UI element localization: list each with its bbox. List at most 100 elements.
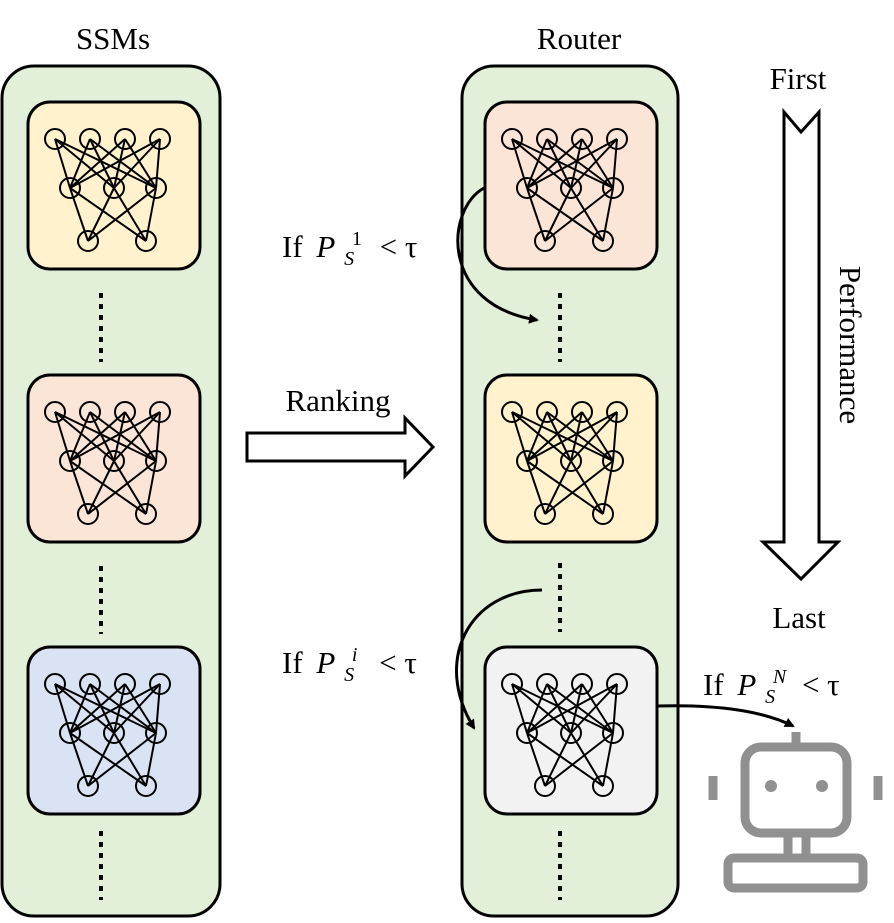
network-node xyxy=(149,128,171,150)
network-edge xyxy=(89,138,157,189)
network-edge xyxy=(570,683,618,734)
network-node xyxy=(149,401,171,423)
fallback-arrow-3 xyxy=(656,704,795,728)
network-edge xyxy=(113,411,161,462)
network-node xyxy=(602,722,624,744)
network-edge xyxy=(511,683,528,734)
network-node xyxy=(606,128,628,150)
network-node xyxy=(103,722,125,744)
network-edge xyxy=(155,411,161,462)
network-edge xyxy=(69,460,147,515)
robot-base xyxy=(723,853,868,893)
network-edge xyxy=(546,683,614,734)
network-node xyxy=(606,401,628,423)
network-edge xyxy=(69,411,91,462)
network-edge xyxy=(511,138,528,189)
network-node xyxy=(536,673,558,695)
network-edge xyxy=(145,187,157,242)
network-edge xyxy=(511,683,614,734)
last-label: Last xyxy=(772,600,826,635)
network-edge xyxy=(544,187,614,242)
network-edge xyxy=(526,411,583,462)
network-edge xyxy=(69,138,161,189)
network-edge xyxy=(544,732,614,787)
network-edge xyxy=(526,187,604,242)
network-edge xyxy=(113,683,161,734)
network-node xyxy=(145,722,167,744)
network-edge xyxy=(511,138,614,189)
network-node xyxy=(149,673,171,695)
network-edge xyxy=(155,683,161,734)
network-node xyxy=(44,401,66,423)
network-node xyxy=(114,401,136,423)
network-edge xyxy=(113,411,126,462)
network-node xyxy=(534,503,556,525)
network-edge xyxy=(570,411,583,462)
network-node xyxy=(103,177,125,199)
network-edge xyxy=(54,138,115,189)
ranking-arrow xyxy=(245,414,436,480)
network-node xyxy=(59,177,81,199)
network-edge xyxy=(54,138,157,189)
network-node xyxy=(59,450,81,472)
network-edge xyxy=(602,460,614,515)
network-edge xyxy=(54,411,157,462)
network-edge xyxy=(526,460,604,515)
network-edge xyxy=(54,683,115,734)
robot-eye-left xyxy=(765,780,777,792)
network-edge xyxy=(155,138,161,189)
network-node xyxy=(135,503,157,525)
network-edge xyxy=(69,683,91,734)
network-edge xyxy=(511,411,572,462)
network-edge xyxy=(602,187,614,242)
network-node xyxy=(114,673,136,695)
network-node xyxy=(560,450,582,472)
network-edge xyxy=(87,460,157,515)
network-node xyxy=(501,401,523,423)
network-edge xyxy=(526,138,548,189)
network-node xyxy=(77,230,99,252)
network-edge xyxy=(526,138,583,189)
network-node xyxy=(560,722,582,744)
network-node xyxy=(571,128,593,150)
network-edge xyxy=(612,138,618,189)
network-edge xyxy=(54,411,71,462)
network-node xyxy=(44,673,66,695)
network-edge xyxy=(113,138,161,189)
network-node xyxy=(145,177,167,199)
network-edge xyxy=(511,683,572,734)
network-edge xyxy=(69,411,161,462)
network-node xyxy=(534,775,556,797)
network-edge xyxy=(69,683,126,734)
network-edge xyxy=(526,732,604,787)
robot-eye-right xyxy=(816,780,828,792)
network-node xyxy=(79,401,101,423)
fallback-arrow-2 xyxy=(455,588,543,730)
network-edge xyxy=(602,732,614,787)
network-node xyxy=(145,450,167,472)
performance-label: Performance xyxy=(833,266,868,424)
network-node xyxy=(534,230,556,252)
network-node xyxy=(79,128,101,150)
network-edge xyxy=(69,683,161,734)
network-node xyxy=(516,450,538,472)
network-edge xyxy=(145,732,157,787)
network-edge xyxy=(526,683,548,734)
network-edge xyxy=(511,411,528,462)
network-node xyxy=(516,177,538,199)
network-edge xyxy=(69,187,147,242)
network-node xyxy=(560,177,582,199)
network-edge xyxy=(544,460,614,515)
network-node xyxy=(44,128,66,150)
network-edge xyxy=(69,732,147,787)
network-edge xyxy=(570,683,583,734)
network-edge xyxy=(612,411,618,462)
network-node xyxy=(536,401,558,423)
network-edge xyxy=(87,187,157,242)
network-edge xyxy=(526,411,618,462)
network-edge xyxy=(511,138,572,189)
network-edge xyxy=(612,683,618,734)
network-node xyxy=(592,503,614,525)
network-edge xyxy=(54,683,71,734)
network-node xyxy=(602,450,624,472)
